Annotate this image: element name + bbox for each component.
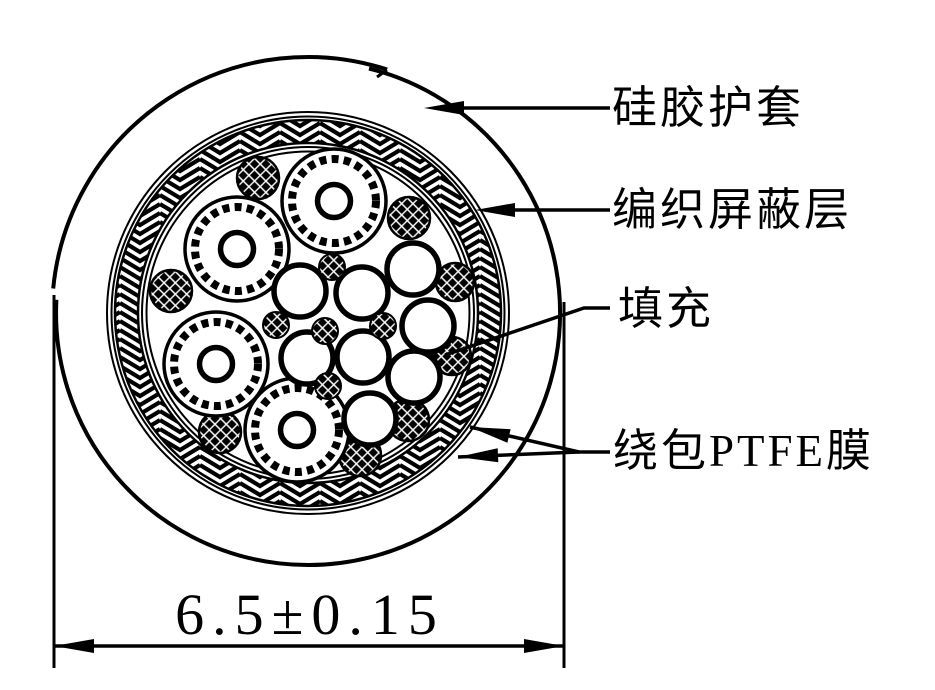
dimension-text: 6.5±0.15 xyxy=(175,582,445,647)
shielded-core xyxy=(162,310,270,418)
jacket-break-tick xyxy=(376,68,388,79)
small-filler xyxy=(318,253,346,281)
arrowhead xyxy=(524,639,564,653)
arrowhead xyxy=(470,427,511,443)
wire xyxy=(341,390,399,448)
arrowhead xyxy=(458,448,499,463)
filler xyxy=(386,195,432,241)
shielded-core xyxy=(280,147,388,255)
single-wires xyxy=(271,240,457,448)
wire xyxy=(384,240,442,298)
fillers xyxy=(148,155,476,478)
label-jacket: 硅胶护套 xyxy=(612,83,804,133)
leader-ptfe xyxy=(457,425,610,463)
small-filler xyxy=(311,317,339,345)
filler xyxy=(235,155,281,201)
shielded-core xyxy=(183,195,291,303)
dimension: 6.5±0.15 xyxy=(52,295,566,668)
jacket-outline xyxy=(51,54,562,567)
leader-shield xyxy=(475,203,610,217)
wire xyxy=(385,348,443,406)
leader-jacket xyxy=(424,101,610,115)
small-filler xyxy=(314,372,342,400)
jacket-arc-main xyxy=(54,66,562,567)
wire xyxy=(278,329,336,387)
small-filler xyxy=(369,312,397,340)
small-filler xyxy=(262,311,290,339)
jacket-arc-top xyxy=(51,54,388,289)
ptfe-wrap-outer xyxy=(106,111,510,515)
leader-filler xyxy=(444,306,610,357)
arrowhead xyxy=(475,203,515,217)
wire xyxy=(399,297,457,355)
wire xyxy=(333,264,391,322)
arrowhead xyxy=(54,639,94,653)
arrowhead xyxy=(424,101,464,115)
label-shield: 编织屏蔽层 xyxy=(612,185,852,235)
wire xyxy=(271,262,329,320)
wire xyxy=(334,328,392,386)
label-filler: 填充 xyxy=(618,284,714,334)
filler xyxy=(148,268,194,314)
small-fillers xyxy=(262,253,397,400)
label-ptfe-wrap: 绕包PTFE膜 xyxy=(613,426,874,476)
